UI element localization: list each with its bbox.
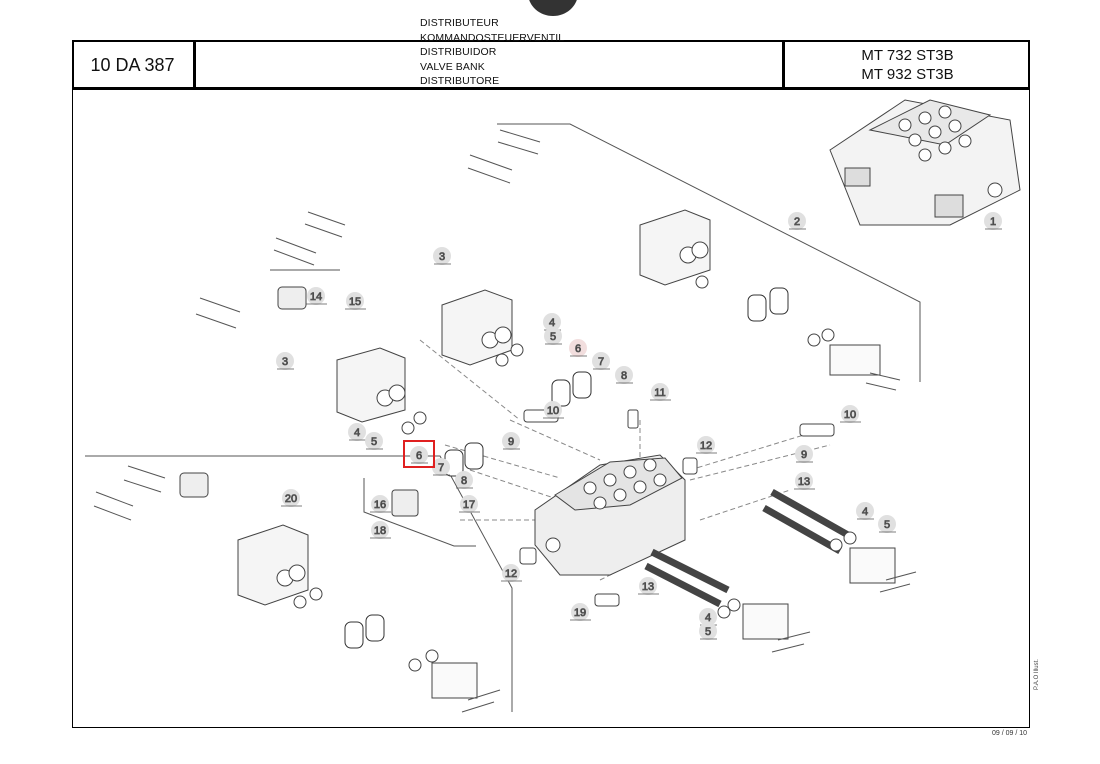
callout-6-highlighted: 6 bbox=[410, 446, 428, 464]
callout-12: 12 bbox=[696, 436, 717, 454]
callout-3b: 3 bbox=[276, 352, 294, 370]
svg-text:7: 7 bbox=[598, 356, 604, 368]
callout-5c: 5 bbox=[878, 515, 896, 533]
callout-8: 8 bbox=[615, 366, 633, 384]
title-es: DISTRIBUIDOR bbox=[420, 46, 497, 58]
screws bbox=[93, 129, 917, 713]
callout-10: 10 bbox=[543, 401, 564, 419]
callout-11: 11 bbox=[650, 383, 671, 401]
svg-text:9: 9 bbox=[801, 449, 807, 461]
assembly-thumbnail bbox=[829, 99, 1021, 226]
svg-text:10: 10 bbox=[547, 405, 559, 417]
callout-7: 7 bbox=[592, 352, 610, 370]
diagram-frame bbox=[72, 90, 1030, 728]
svg-text:4: 4 bbox=[354, 427, 360, 439]
springs bbox=[344, 287, 789, 649]
callout-14: 14 bbox=[306, 287, 327, 305]
svg-text:12: 12 bbox=[505, 568, 517, 580]
svg-text:6: 6 bbox=[575, 343, 581, 355]
model-1: MT 732 ST3B bbox=[861, 47, 954, 64]
callout-5: 5 bbox=[544, 327, 562, 345]
highlight-box bbox=[403, 440, 435, 468]
callout-9: 9 bbox=[502, 432, 520, 450]
svg-text:4: 4 bbox=[705, 612, 711, 624]
spools bbox=[644, 488, 850, 608]
callout-3: 3 bbox=[433, 247, 451, 265]
svg-text:10: 10 bbox=[844, 409, 856, 421]
callout-13b: 13 bbox=[638, 577, 659, 595]
callout-7b: 7 bbox=[432, 458, 450, 476]
callout-20: 20 bbox=[281, 489, 302, 507]
svg-text:5: 5 bbox=[884, 519, 890, 531]
callout-10b: 10 bbox=[840, 405, 861, 423]
callouts: 1 2 3 14 15 3 4 5 6 7 8 11 10 9 4 5 6 7 … bbox=[276, 212, 1002, 640]
callout-9b: 9 bbox=[795, 445, 813, 463]
model-2: MT 932 ST3B bbox=[861, 66, 954, 83]
callout-4b: 4 bbox=[348, 423, 366, 441]
svg-text:8: 8 bbox=[621, 370, 627, 382]
title-fr: DISTRIBUTEUR bbox=[420, 17, 499, 29]
svg-text:15: 15 bbox=[349, 296, 361, 308]
svg-text:13: 13 bbox=[798, 476, 810, 488]
illustration-credit: P.A.O Illust. bbox=[1034, 659, 1040, 690]
svg-text:20: 20 bbox=[285, 493, 297, 505]
callout-13: 13 bbox=[794, 472, 815, 490]
svg-text:6: 6 bbox=[416, 450, 422, 462]
svg-text:12: 12 bbox=[700, 440, 712, 452]
top-tab-marker bbox=[528, 0, 578, 16]
part-titles: DISTRIBUTEUR KOMMANDOSTEUERVENTIL DISTRI… bbox=[420, 16, 564, 89]
svg-text:19: 19 bbox=[574, 607, 586, 619]
svg-text:5: 5 bbox=[705, 626, 711, 638]
callout-1: 1 bbox=[984, 212, 1002, 230]
svg-text:14: 14 bbox=[310, 291, 322, 303]
callout-5d: 5 bbox=[699, 622, 717, 640]
callout-8b: 8 bbox=[455, 471, 473, 489]
svg-text:7: 7 bbox=[438, 462, 444, 474]
svg-text:5: 5 bbox=[550, 331, 556, 343]
svg-text:8: 8 bbox=[461, 475, 467, 487]
reference-code: 10 DA 387 bbox=[72, 40, 196, 90]
callout-19: 19 bbox=[570, 603, 591, 621]
title-block bbox=[72, 40, 1030, 90]
svg-text:4: 4 bbox=[549, 317, 555, 329]
svg-text:5: 5 bbox=[371, 436, 377, 448]
callout-16: 16 bbox=[370, 495, 391, 513]
svg-text:3: 3 bbox=[282, 356, 288, 368]
svg-text:16: 16 bbox=[374, 499, 386, 511]
callout-2: 2 bbox=[788, 212, 806, 230]
revision-date: 09 / 09 / 10 bbox=[992, 730, 1028, 737]
svg-text:1: 1 bbox=[990, 216, 996, 228]
callout-18: 18 bbox=[370, 521, 391, 539]
title-it: DISTRIBUTORE bbox=[420, 75, 500, 87]
svg-text:11: 11 bbox=[654, 387, 665, 399]
title-en: VALVE BANK bbox=[420, 60, 485, 73]
o-rings bbox=[293, 275, 857, 672]
svg-text:3: 3 bbox=[439, 251, 445, 263]
callout-5b: 5 bbox=[365, 432, 383, 450]
svg-text:4: 4 bbox=[862, 506, 868, 518]
svg-text:17: 17 bbox=[463, 499, 475, 511]
svg-text:18: 18 bbox=[374, 525, 386, 537]
svg-text:9: 9 bbox=[508, 436, 514, 448]
svg-text:2: 2 bbox=[794, 216, 800, 228]
model-list: MT 732 ST3B MT 932 ST3B bbox=[782, 40, 1030, 90]
callout-17: 17 bbox=[459, 495, 480, 513]
callout-4c: 4 bbox=[856, 502, 874, 520]
callout-12b: 12 bbox=[501, 564, 522, 582]
title-de: KOMMANDOSTEUERVENTIL bbox=[420, 31, 565, 44]
callout-15: 15 bbox=[345, 292, 366, 310]
svg-text:13: 13 bbox=[642, 581, 654, 593]
callout-6: 6 bbox=[569, 339, 587, 357]
